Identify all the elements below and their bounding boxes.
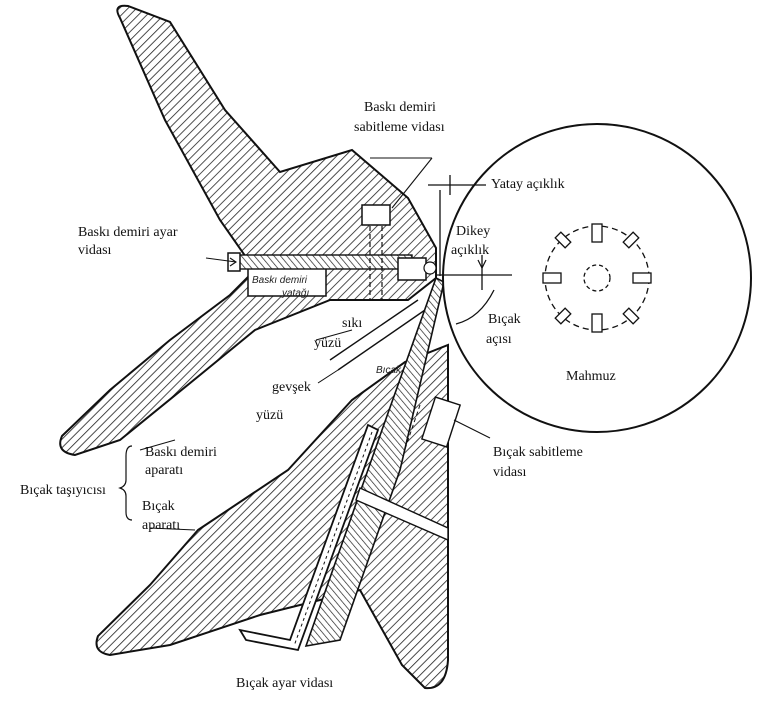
label-bicak-sabitleme-1: Bıçak sabitleme — [493, 445, 583, 460]
lower-holder-body — [95, 343, 449, 690]
label-gevsek-1: gevşek — [272, 380, 311, 395]
knife-fixing-screw — [420, 396, 462, 448]
label-gevsek-2: yüzü — [256, 408, 284, 423]
label-baski-demiri-sabitleme-2: sabitleme vidası — [354, 120, 445, 135]
label-siki-1: sıkı — [342, 316, 363, 331]
inner-plate — [355, 487, 449, 542]
roller-hub — [583, 264, 611, 292]
adjust-screw — [235, 254, 413, 270]
label-baski-demiri-aparati-2: aparatı — [145, 463, 184, 478]
spur-tr — [622, 231, 640, 249]
label-ayar-vidasi-1: Baskı demiri ayar — [78, 225, 178, 240]
label-dikey-1: Dikey — [456, 224, 491, 239]
spur-br — [622, 307, 640, 325]
spur-bottom — [591, 313, 603, 333]
label-bicak-aparati-2: aparatı — [142, 518, 181, 533]
label-bicak-ayar-vidasi: Bıçak ayar vidası — [236, 676, 334, 691]
label-bicak-acisi-2: açısı — [486, 332, 512, 347]
label-dikey-2: açıklık — [451, 243, 490, 258]
knife-adjust-screw — [238, 423, 380, 652]
label-yatagi-1: Baskı demiri — [252, 275, 308, 286]
spur-bl — [554, 307, 572, 325]
upper-holder-body — [59, 4, 437, 457]
roller — [442, 123, 752, 433]
label-bicak-tasiyicisi: Bıçak taşıyıcısı — [20, 483, 106, 498]
label-baski-demiri-aparati-1: Baskı demiri — [145, 445, 217, 460]
label-yatagi-2: yatağı — [282, 288, 310, 299]
fixing-screw-head — [361, 204, 391, 226]
label-mahmuz: Mahmuz — [566, 369, 616, 384]
pressure-bar-nose — [397, 257, 427, 281]
label-bicak-acisi-1: Bıçak — [488, 312, 521, 327]
spur-top — [591, 223, 603, 243]
spur-right — [632, 272, 652, 284]
label-siki-2: yüzü — [314, 336, 342, 351]
spur-tl — [554, 231, 572, 249]
label-bicak-sabitleme-2: vidası — [493, 465, 527, 480]
label-bicak-inner: Bıçak — [376, 365, 402, 376]
label-baski-demiri-sabitleme-1: Baskı demiri — [364, 100, 436, 115]
label-yatay-aciklik: Yatay açıklık — [491, 177, 565, 192]
spur-left — [542, 272, 562, 284]
label-ayar-vidasi-2: vidası — [78, 243, 112, 258]
pressure-bar-bed — [247, 265, 327, 297]
label-bicak-aparati-1: Bıçak — [142, 499, 175, 514]
